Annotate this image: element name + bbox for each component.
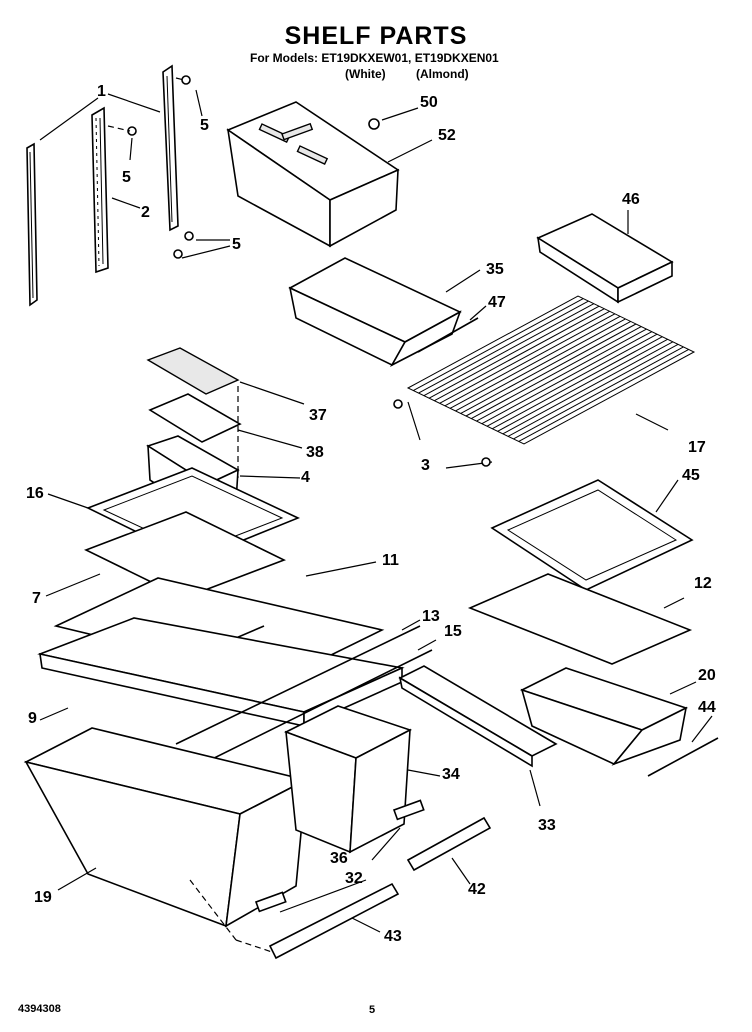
wire-bar (492, 336, 663, 430)
callout-46: 46 (622, 191, 640, 208)
part-12-frame (467, 573, 693, 665)
wire-bar (413, 298, 584, 391)
part-34-crisper (283, 705, 413, 854)
wire-bar (455, 318, 626, 412)
callout-20: 20 (698, 667, 716, 684)
callout-47: 47 (488, 294, 506, 311)
callout-4: 4 (301, 469, 310, 486)
callout-16: 16 (26, 485, 44, 502)
wire-bar (476, 328, 647, 422)
part-47-rod (417, 317, 479, 353)
wire-bar (439, 310, 610, 404)
callout-45: 45 (682, 467, 700, 484)
wire-bar (486, 333, 658, 427)
part-36-bracket (392, 799, 425, 821)
variant-white: (White) (345, 67, 386, 81)
page-number: 5 (369, 1004, 376, 1016)
callout-43: 43 (384, 928, 402, 945)
callout-37: 37 (309, 407, 327, 424)
wire-bar (497, 338, 668, 432)
wire-bar (465, 323, 637, 417)
part-44-strip (647, 737, 719, 777)
callout-44: 44 (698, 699, 716, 716)
wire-bar (460, 321, 631, 414)
callout-11: 11 (382, 552, 399, 569)
callout-38: 38 (306, 444, 324, 461)
callout-36: 36 (330, 850, 348, 867)
callout-5b: 5 (122, 169, 131, 186)
callout-19: 19 (34, 889, 52, 906)
part-37-lid (146, 347, 240, 395)
wire-bar (481, 331, 653, 425)
wire-bar (423, 303, 595, 397)
callout-13: 13 (422, 608, 440, 625)
models-line: For Models: ET19DKXEW01, ET19DKXEN01 (250, 51, 499, 65)
wire-bar (513, 346, 684, 440)
wire-bar (502, 341, 674, 435)
wire-bar (449, 315, 621, 409)
wire-bar (434, 308, 605, 402)
callout-2: 2 (141, 204, 150, 221)
part-38-insert (148, 393, 242, 443)
wire-bar (418, 300, 589, 394)
wire-bar (507, 343, 679, 437)
part-1-rail-left (26, 142, 38, 307)
part-45-shelf (490, 479, 694, 591)
part-46-egg-tray (536, 213, 674, 304)
part-19-crisper (23, 727, 309, 928)
part-20-drawer (519, 667, 689, 766)
callout-5a: 5 (200, 117, 209, 134)
wire-bar (518, 349, 689, 442)
variant-almond: (Almond) (416, 67, 469, 81)
callout-33: 33 (538, 817, 556, 834)
callout-52: 52 (438, 127, 456, 144)
callout-35: 35 (486, 261, 504, 278)
screws-5 (107, 75, 194, 259)
part-17-wire-shelf (406, 295, 696, 445)
wire-bar (444, 313, 616, 407)
diagram-title: SHELF PARTS (284, 22, 468, 50)
callout-15: 15 (444, 623, 462, 640)
wire-bar (471, 326, 642, 419)
doc-number: 4394308 (18, 1003, 61, 1015)
callout-3: 3 (421, 457, 430, 474)
part-15-trim (189, 649, 433, 771)
wire-bar (428, 305, 600, 399)
callout-7: 7 (32, 590, 41, 607)
callout-32: 32 (345, 870, 363, 887)
part-32-bracket (254, 891, 287, 913)
callout-34: 34 (442, 766, 460, 783)
part-42-handle (406, 816, 492, 872)
callout-12: 12 (694, 575, 712, 592)
part-13-trim (175, 625, 421, 745)
callout-50: 50 (420, 94, 438, 111)
part-50-screw (368, 118, 380, 130)
part-1-rail-right (162, 64, 179, 232)
callout-5c: 5 (232, 236, 241, 253)
callout-17: 17 (688, 439, 706, 456)
callout-42: 42 (468, 881, 486, 898)
part-35-tray (288, 257, 462, 367)
callout-9: 9 (28, 710, 37, 727)
part-2-rail (91, 106, 109, 274)
callout-1: 1 (97, 83, 106, 100)
part-43-handle (268, 882, 400, 960)
part-33-support (398, 665, 558, 768)
part-52-cover (226, 101, 400, 248)
